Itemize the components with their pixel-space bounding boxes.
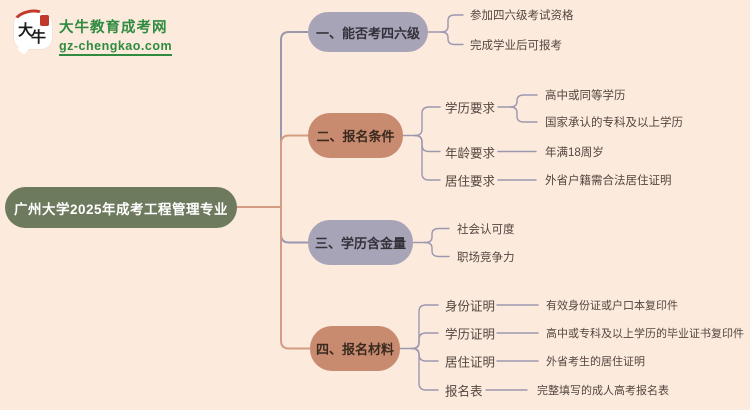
sublabel-residence-proof: 居住证明 [445,355,496,370]
logo-bubble-tail [17,42,30,55]
root-node: 广州大学2025年成考工程管理专业 [5,187,237,228]
sublabel-education-proof: 学历证明 [445,327,496,342]
leaf-cet-eligibility: 参加四六级考试资格 [470,10,574,22]
logo-domain: gz-chengkao.com [59,39,173,56]
leaf-residence-proof-requirement: 外省户籍需合法居住证明 [545,175,672,187]
leaf-id-copy: 有效身份证或户口本复印件 [546,300,678,312]
branch-node-1: 一、能否考四六级 [308,12,428,52]
logo-speech-bubble-icon: 大 牛 [11,6,52,55]
site-logo: 大 牛 大牛教育成考网 gz-chengkao.com [11,6,173,56]
leaf-social-recognition: 社会认可度 [457,223,515,236]
sublabel-education-requirement: 学历要求 [445,101,496,116]
leaf-career-competitiveness: 职场竞争力 [457,251,515,264]
leaf-residence-certificate: 外省考生的居住证明 [546,356,645,368]
sublabel-identity-proof: 身份证明 [445,299,496,314]
sub-lines [399,14,539,391]
logo-char-1: 大 [18,23,34,39]
branch-node-2: 二、报名条件 [308,113,403,158]
logo-char-2: 牛 [31,30,47,46]
sublabel-residence-requirement: 居住要求 [445,174,496,189]
leaf-diploma-copy: 高中或专科及以上学历的毕业证书复印件 [546,328,744,340]
sublabel-registration-form: 报名表 [445,384,483,399]
logo-text: 大牛教育成考网 gz-chengkao.com [59,13,173,56]
leaf-age-18: 年满18周岁 [545,146,604,159]
logo-seal-icon [40,15,49,26]
leaf-highschool-equivalent: 高中或同等学历 [545,90,626,102]
leaf-completed-form: 完整填写的成人高考报名表 [537,385,669,397]
branch-node-3: 三、学历含金量 [308,220,413,265]
leaf-recognized-college-degree: 国家承认的专科及以上学历 [545,117,683,129]
logo-title: 大牛教育成考网 [59,20,168,36]
branch-node-4: 四、报名材料 [310,326,400,371]
sublabel-age-requirement: 年龄要求 [445,146,496,160]
main-lines-salmon [236,134,311,350]
leaf-cet-after-graduation: 完成学业后可报考 [470,39,562,52]
